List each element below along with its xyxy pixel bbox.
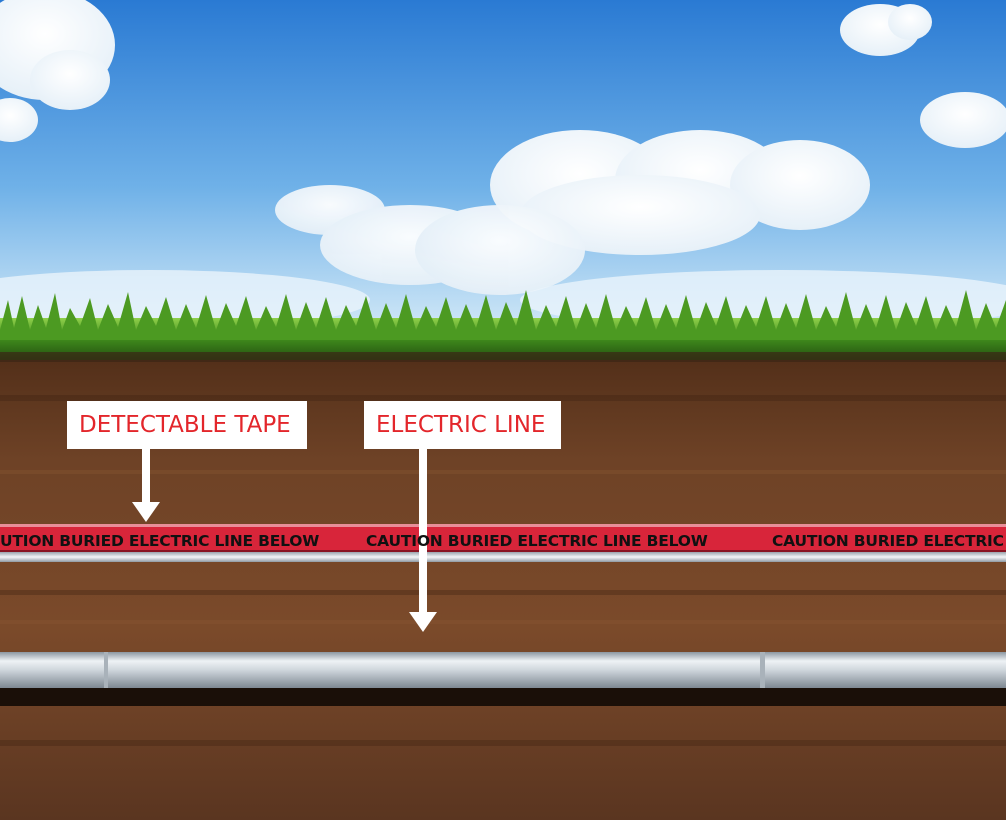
electric-line-pipe [0, 652, 1006, 688]
tape-text-segment: UTION BURIED ELECTRIC LINE BELOW [0, 532, 320, 550]
tape-wire [0, 552, 1006, 562]
line-arrow [409, 449, 437, 632]
tape-arrow [132, 449, 160, 522]
electric-line-label: ELECTRIC LINE [364, 401, 561, 449]
cloud-left-center [275, 185, 585, 295]
grass [0, 290, 1006, 362]
detectable-tape-label: DETECTABLE TAPE [67, 401, 307, 449]
soil-layers [0, 395, 1006, 746]
tape-text-segment: CAUTION BURIED ELECTRIC LINE BELOW [366, 532, 708, 550]
cloud-top-right [840, 4, 1006, 148]
pipe-shadow [0, 688, 1006, 706]
cloud-top-left [0, 0, 115, 142]
warning-tape-edge [0, 524, 1006, 527]
tape-text-segment: CAUTION BURIED ELECTRIC LI [772, 532, 1006, 550]
pipe-joint-right [760, 652, 765, 688]
pipe-joint-left [104, 652, 108, 688]
warning-tape [0, 524, 1006, 552]
cloud-center [490, 130, 870, 255]
